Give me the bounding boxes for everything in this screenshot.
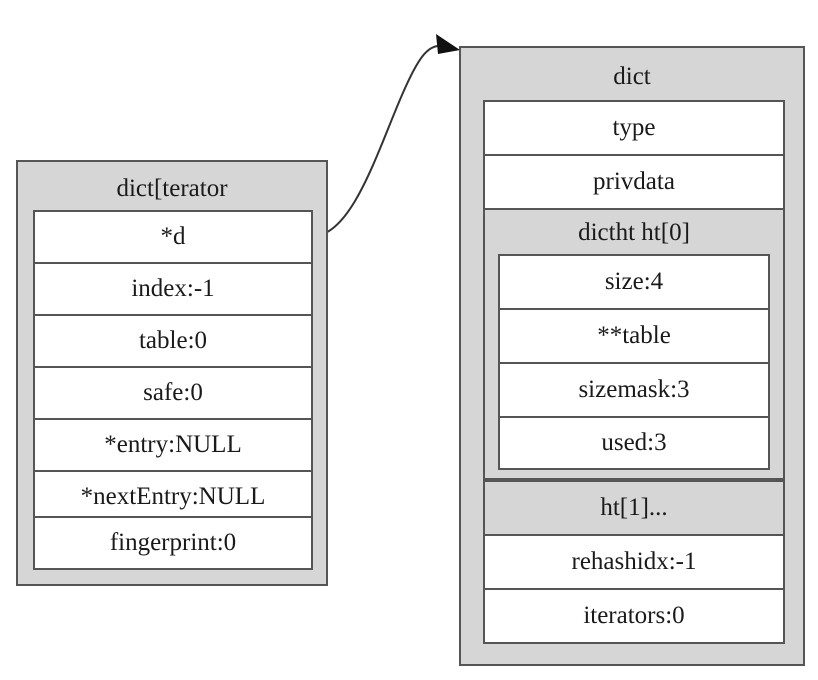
- ht0-field-size: size:4: [498, 254, 770, 310]
- dict-box: dict type privdata dictht ht[0] size:4 *…: [459, 46, 805, 666]
- iterator-field-index: index:-1: [33, 262, 313, 316]
- dictht-ht0-title: dictht ht[0]: [578, 219, 690, 246]
- dict-field-rehashidx: rehashidx:-1: [483, 534, 785, 590]
- dict-field-type: type: [483, 100, 785, 156]
- pointer-curve: [312, 44, 443, 237]
- iterator-field-table: table:0: [33, 314, 313, 368]
- iterator-field-fingerprint: fingerprint:0: [33, 516, 313, 570]
- dictht-ht0-box: dictht ht[0] size:4 **table sizemask:3 u…: [483, 208, 785, 480]
- dict-field-privdata: privdata: [483, 154, 785, 210]
- iterator-field-entry: *entry:NULL: [33, 418, 313, 472]
- iterator-field-safe: safe:0: [33, 366, 313, 420]
- ht0-field-sizemask: sizemask:3: [498, 362, 770, 418]
- dictht-ht0-fields: size:4 **table sizemask:3 used:3: [498, 254, 770, 470]
- iterator-field-d: *d: [33, 210, 313, 264]
- ht0-field-used: used:3: [498, 416, 770, 470]
- ht0-field-table: **table: [498, 308, 770, 364]
- dict-field-iterators: iterators:0: [483, 588, 785, 644]
- dict-iterator-title: dict[terator: [116, 175, 228, 202]
- dict-field-ht1: ht[1]...: [483, 480, 785, 536]
- dict-title: dict: [613, 63, 651, 90]
- arrowhead: [436, 34, 460, 54]
- dict-iterator-box: dict[terator *d index:-1 table:0 safe:0 …: [16, 160, 328, 586]
